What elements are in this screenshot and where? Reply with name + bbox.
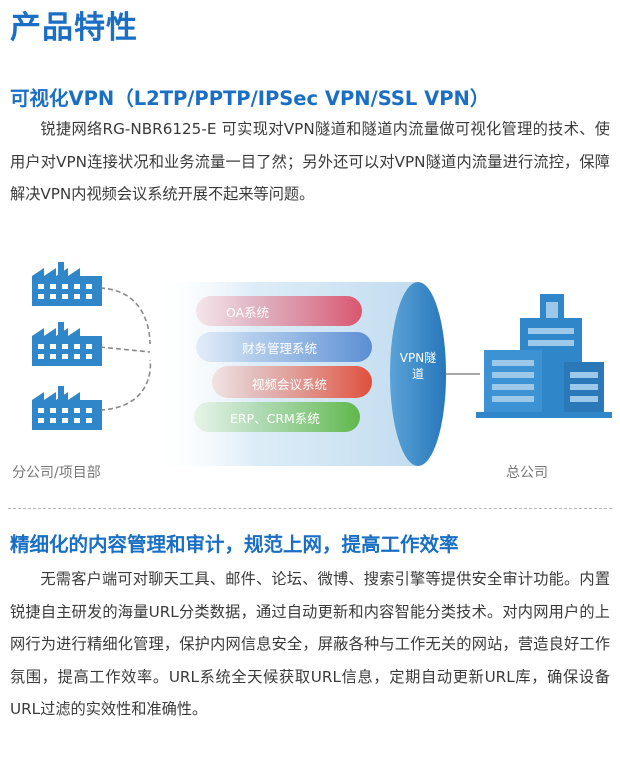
caption-branch: 分公司/项目部 <box>12 465 101 481</box>
section-heading-vpn: 可视化VPN（L2TP/PPTP/IPSec VPN/SSL VPN） <box>10 87 490 110</box>
page-title: 产品特性 <box>10 10 138 46</box>
section-body-vpn: 锐捷网络RG-NBR6125-E 可实现对VPN隧道和隧道内流量做可视化管理的技… <box>10 120 610 203</box>
section-heading-content-audit: 精细化的内容管理和审计，规范上网，提高工作效率 <box>10 533 459 556</box>
pill-label-oa: OA系统 <box>226 305 270 320</box>
headquarters-building <box>476 294 612 418</box>
branch-building-3 <box>32 386 102 430</box>
vpn-diagram: OA系统 财务管理系统 视频会议系统 ERP、CRM系统 VPN隧道 分公司/项… <box>0 252 620 502</box>
branch-building-2 <box>32 322 102 366</box>
branch-building-1 <box>32 262 102 306</box>
section-divider <box>8 508 612 509</box>
vpn-tunnel-label: VPN隧道 <box>399 351 437 381</box>
pill-finance <box>196 332 372 362</box>
pill-label-erp: ERP、CRM系统 <box>230 411 320 426</box>
pill-oa <box>196 296 362 326</box>
pill-label-finance: 财务管理系统 <box>242 341 318 356</box>
pill-erp <box>194 402 360 432</box>
connection-lines <box>99 287 480 411</box>
vpn-diagram-graphic <box>32 262 612 466</box>
section-body-content-audit: 无需客户端可对聊天工具、邮件、论坛、微博、搜索引擎等提供安全审计功能。内置锐捷自… <box>10 570 610 718</box>
caption-headquarters: 总公司 <box>506 465 548 481</box>
pill-video <box>212 366 372 398</box>
pill-label-video: 视频会议系统 <box>252 377 328 392</box>
